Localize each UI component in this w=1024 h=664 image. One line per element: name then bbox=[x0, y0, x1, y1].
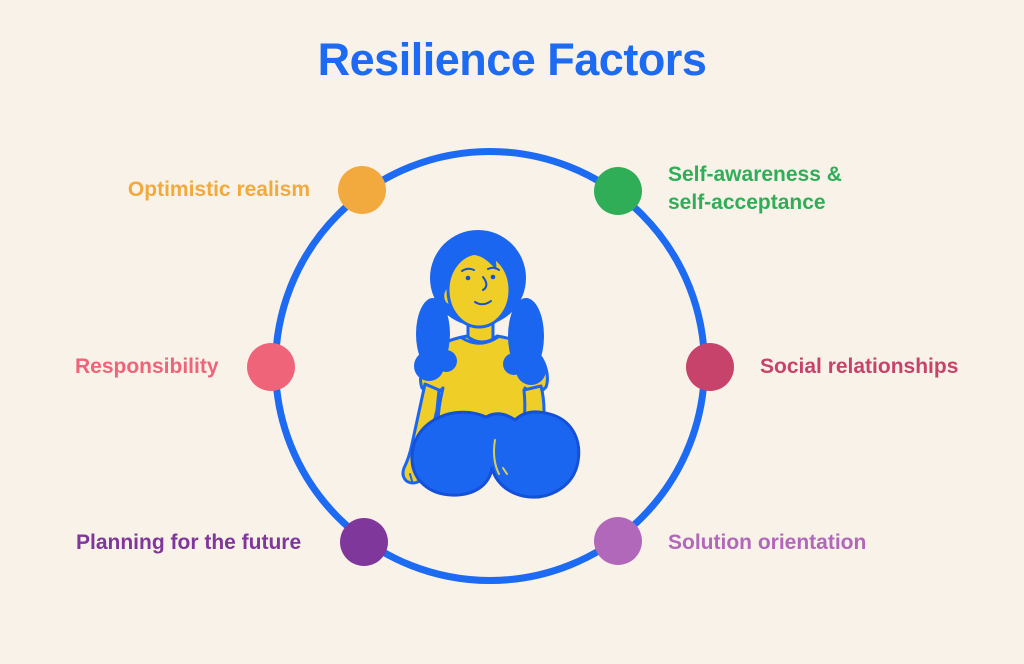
label-optimistic-realism: Optimistic realism bbox=[127, 178, 310, 201]
label-solution-orientation: Solution orientation bbox=[668, 531, 867, 554]
kneeling-woman-illustration bbox=[401, 230, 581, 499]
page-title: Resilience Factors bbox=[317, 34, 707, 85]
dot-responsibility bbox=[247, 343, 295, 391]
label-social-relationships: Social relationships bbox=[760, 355, 959, 378]
label-self-awareness: Self-awareness & self-acceptance bbox=[668, 163, 842, 214]
label-planning-for-future: Planning for the future bbox=[76, 531, 302, 554]
label-responsibility: Responsibility bbox=[75, 355, 219, 378]
dot-optimistic-realism bbox=[338, 166, 386, 214]
dot-self-awareness bbox=[594, 167, 642, 215]
dot-solution-orientation bbox=[594, 517, 642, 565]
dot-planning-for-future bbox=[340, 518, 388, 566]
dot-social-relationships bbox=[686, 343, 734, 391]
